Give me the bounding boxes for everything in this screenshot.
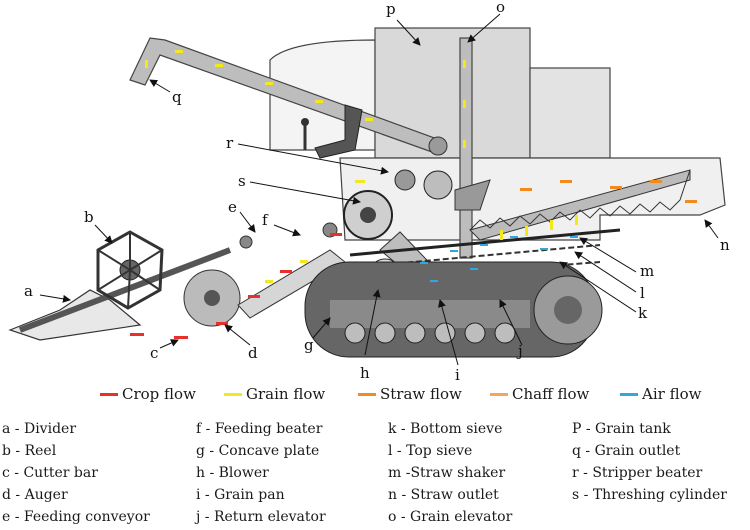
straw-flow-arrows: [520, 180, 697, 203]
legend-air-flow: Air flow: [620, 385, 701, 403]
label-o: o: [496, 0, 505, 16]
label-q: q: [172, 88, 182, 106]
air-flow-arrows: [420, 236, 578, 282]
auger: [183, 269, 241, 327]
key-column-4: P - Grain tank q - Grain outlet r - Stri…: [572, 418, 727, 506]
key-column-2: f - Feeding beater g - Concave plate h -…: [196, 418, 326, 528]
legend-grain-flow: Grain flow: [224, 385, 325, 403]
label-c: c: [150, 344, 158, 362]
label-p: p: [386, 0, 396, 18]
tracks: [304, 261, 603, 358]
legend-swatch-air: [620, 392, 638, 396]
label-e: e: [228, 198, 237, 216]
key-item: n - Straw outlet: [388, 487, 499, 503]
label-n: n: [720, 236, 730, 254]
grain-outlet-auger: [129, 37, 448, 156]
label-l: l: [640, 284, 645, 302]
legend-label-air: Air flow: [642, 385, 702, 403]
key-column-1: a - Divider b - Reel c - Cutter bar d - …: [2, 418, 150, 528]
key-item: r - Stripper beater: [572, 465, 703, 481]
grain-flow-arrows: [355, 180, 578, 240]
legend-straw-flow: Straw flow: [358, 385, 462, 403]
key-item: f - Feeding beater: [196, 421, 323, 437]
key-item: j - Return elevator: [196, 509, 326, 525]
reel: [96, 230, 164, 310]
harvester-body: [269, 27, 726, 241]
label-d: d: [248, 344, 258, 362]
key-item: q - Grain outlet: [572, 443, 681, 459]
key-item: d - Auger: [2, 487, 68, 503]
label-h: h: [360, 364, 370, 382]
legend-swatch-straw: [358, 392, 376, 396]
straw-shaker: [469, 169, 691, 241]
label-f: f: [262, 211, 269, 229]
key-item: b - Reel: [2, 443, 57, 459]
legend-swatch-chaff: [490, 392, 508, 396]
key-item: e - Feeding conveyor: [2, 509, 150, 525]
label-a: a: [24, 282, 33, 300]
label-k: k: [638, 304, 648, 322]
label-i: i: [455, 366, 460, 384]
legend-label-crop: Crop flow: [122, 385, 196, 403]
key-item: m -Straw shaker: [388, 465, 506, 481]
crop-flow-arrows: [130, 233, 342, 339]
legend-crop-flow: Crop flow: [100, 385, 196, 403]
grain-elevator: [459, 37, 473, 259]
flow-legend: Crop flow Grain flow Straw flow Chaff fl…: [100, 385, 750, 407]
legend-label-straw: Straw flow: [380, 385, 462, 403]
leader-lines: [39, 13, 719, 366]
key-item: P - Grain tank: [572, 421, 671, 437]
key-item: k - Bottom sieve: [388, 421, 503, 437]
label-j: j: [516, 342, 523, 360]
key-item: o - Grain elevator: [388, 509, 513, 525]
key-item: s - Threshing cylinder: [572, 487, 727, 503]
label-b: b: [84, 208, 94, 226]
legend-label-grain: Grain flow: [246, 385, 326, 403]
operator-seat: [301, 104, 363, 159]
key-item: l - Top sieve: [388, 443, 473, 459]
label-r: r: [226, 134, 234, 152]
label-s: s: [238, 172, 246, 190]
key-item: i - Grain pan: [196, 487, 285, 503]
legend-chaff-flow: Chaff flow: [490, 385, 589, 403]
legend-swatch-crop: [100, 392, 118, 396]
label-m: m: [640, 262, 654, 280]
key-item: c - Cutter bar: [2, 465, 98, 481]
parts-key: a - Divider b - Reel c - Cutter bar d - …: [0, 418, 750, 530]
key-item: h - Blower: [196, 465, 269, 481]
label-g: g: [304, 336, 314, 354]
header-assembly: [8, 230, 241, 341]
key-item: a - Divider: [2, 421, 77, 437]
key-item: g - Concave plate: [196, 443, 320, 459]
harvester-diagram: a b c d e f g h i j k l m n o p q r s: [8, 0, 730, 384]
key-column-3: k - Bottom sieve l - Top sieve m -Straw …: [388, 418, 512, 528]
legend-swatch-grain: [224, 392, 242, 396]
legend-label-chaff: Chaff flow: [512, 385, 590, 403]
